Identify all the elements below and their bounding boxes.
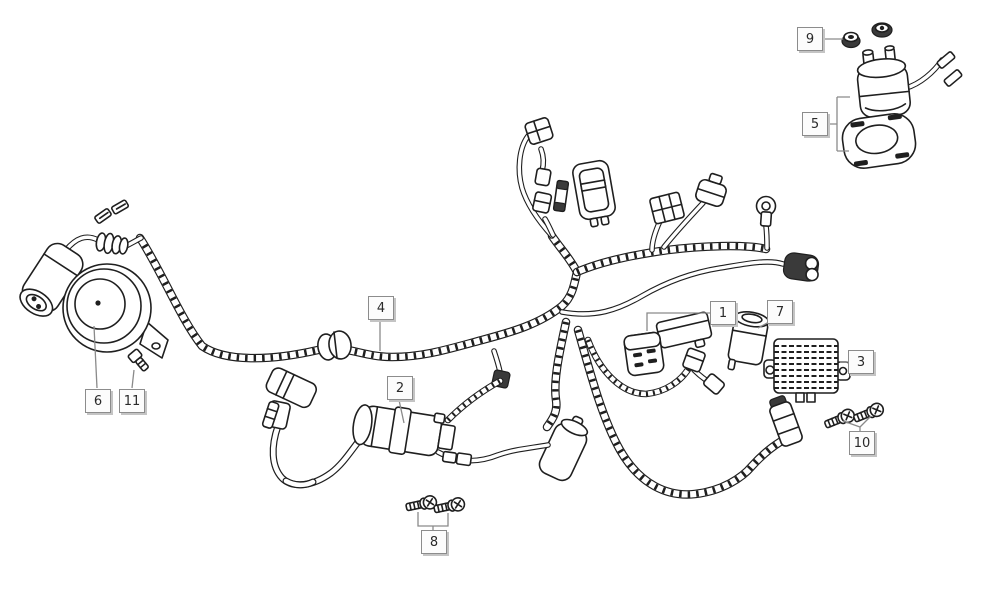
plug-connector-small [703,373,725,395]
main-wiring-harness [140,136,783,494]
harness-tape-wrap [317,330,352,361]
callout-starter-relay-with-mount: 5 [802,112,828,136]
horn [62,263,169,359]
cap-nut [871,22,893,38]
callout-horn-bolt: 11 [119,389,145,413]
voltage-regulator [763,338,851,403]
relay [655,311,713,349]
plug-connector [682,347,706,373]
harness-top-connectors [524,117,616,228]
callout-number: 6 [93,393,103,409]
multi-pin-connector [769,395,803,447]
callout-number: 8 [429,534,439,550]
callout-number: 11 [123,393,141,409]
leader-6 [93,325,98,389]
spade-terminal [111,199,129,215]
callout-nuts-pair: 9 [797,27,823,51]
harness-right-connectors [649,172,820,282]
ring-terminal [755,195,777,227]
callout-flasher-relay: 7 [767,300,793,324]
inline-connector [441,450,473,467]
callout-wiring-harness: 4 [368,296,394,320]
connector [524,117,554,145]
callout-number: 3 [856,354,866,370]
connector-small [532,191,553,214]
boot-connector [538,415,589,482]
pendant-terminal [534,167,552,187]
callout-number: 4 [376,300,386,316]
leader-lines [93,38,872,530]
callout-number: 5 [810,116,820,132]
relay-rubber-mount [841,113,917,169]
leader-2 [398,399,405,424]
nut [841,31,861,49]
connector-round [695,172,727,208]
spade-terminal [936,51,956,69]
corrugated-boot [95,232,129,255]
spark-plug-cap [261,367,318,430]
ignition-coil [352,404,456,457]
callout-number: 10 [853,435,871,451]
relay-and-holder [623,311,713,377]
leader-5 [827,96,850,152]
fuse [552,179,570,213]
screws-pair-lower [404,493,467,517]
callout-ignition-coil: 2 [387,376,413,400]
connector-4pin [649,191,685,225]
callout-relay-and-holder: 1 [710,301,736,325]
harness-lower-connectors [538,347,803,482]
ignition-coil-assembly [261,367,548,489]
starter-relay-assembly [841,22,963,169]
callout-screws-pair-right: 10 [849,431,875,455]
callout-number: 2 [395,380,405,396]
callout-number: 1 [718,305,728,321]
spade-terminal [943,69,963,87]
leader-1 [646,312,710,331]
harness-end-connector [782,252,820,282]
headlamp-connector [19,199,141,317]
screws-pair-right [822,400,887,432]
horn-bolt [127,348,149,372]
fuse-holder [572,159,616,228]
leader-8 [417,512,449,530]
starter-relay [856,45,911,119]
callout-screws-pair-lower: 8 [421,530,447,554]
leader-11 [131,369,135,389]
callout-voltage-regulator: 3 [848,350,874,374]
callout-number: 9 [805,31,815,47]
relay-holder [623,331,665,377]
callout-number: 7 [775,304,785,320]
callout-horn: 6 [85,389,111,413]
leader-10 [842,415,872,431]
spade-terminal [94,208,112,224]
